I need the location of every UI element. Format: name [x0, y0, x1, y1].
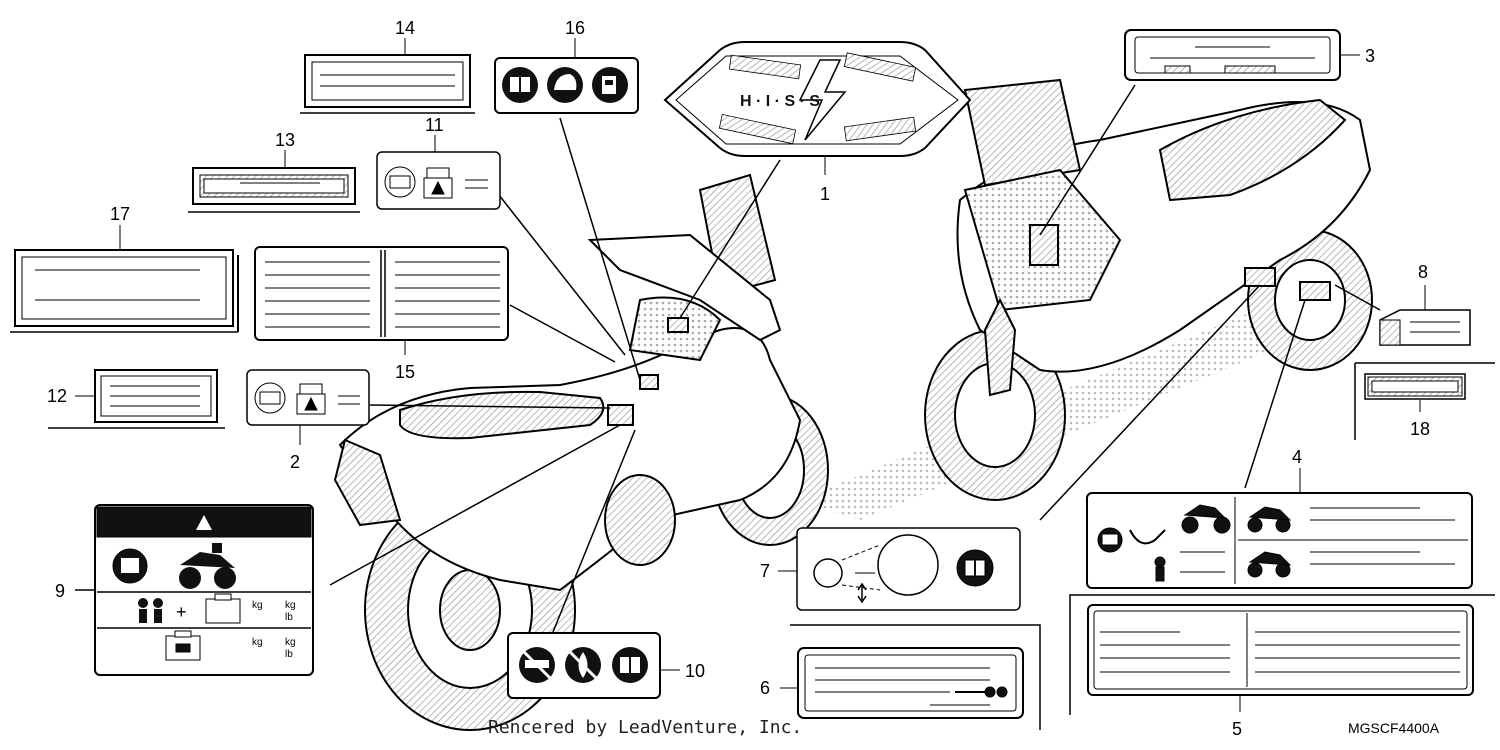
label-18	[1354, 362, 1495, 440]
manual-icon	[612, 647, 648, 683]
callout-8: 8	[1418, 262, 1428, 282]
label-2	[246, 369, 370, 445]
callout-2: 2	[290, 452, 300, 472]
passenger-icon	[1154, 556, 1166, 582]
helmet-icon	[547, 67, 583, 103]
callout-13: 13	[275, 130, 295, 150]
callout-7: 7	[760, 561, 770, 581]
leader-lines	[329, 84, 1381, 633]
label-11	[376, 135, 501, 210]
label-7	[778, 527, 1021, 611]
motorcycle-icon	[179, 543, 236, 589]
svg-text:kg: kg	[285, 637, 296, 648]
lightning-icon	[798, 59, 847, 141]
luggage-icon	[423, 167, 453, 199]
motorcycle-icon	[1247, 506, 1292, 533]
label-10	[507, 632, 680, 699]
diagram-code: MGSCF4400A	[1348, 720, 1440, 736]
rendered-by-text: Rencered by LeadVenture, Inc.	[488, 717, 802, 738]
callout-1: 1	[820, 184, 830, 204]
label-9: + kg kg lb kg kg lb	[75, 504, 314, 676]
callout-10: 10	[685, 661, 705, 681]
svg-text:lb: lb	[285, 612, 293, 623]
scooter-left	[333, 173, 829, 731]
label-15	[254, 246, 509, 355]
callout-17: 17	[110, 204, 130, 224]
adjust-arrow-icon	[1129, 529, 1166, 545]
callout-3: 3	[1365, 46, 1375, 66]
manual-icon	[254, 382, 286, 414]
svg-text:+: +	[176, 602, 187, 622]
luggage-icon	[165, 630, 201, 661]
label-16	[494, 38, 639, 114]
luggage-icon	[296, 383, 326, 415]
motorcycle-icon	[1181, 504, 1231, 534]
label-6	[780, 624, 1041, 730]
manual-icon	[112, 548, 148, 584]
svg-text:lb: lb	[285, 649, 293, 660]
pressure-arrow-icon	[857, 582, 867, 604]
manual-icon	[502, 67, 538, 103]
passenger-icon	[138, 598, 163, 623]
manual-icon	[1097, 527, 1123, 553]
svg-text:kg: kg	[285, 600, 296, 611]
label-4	[1086, 468, 1473, 589]
no-flame-icon	[565, 647, 601, 683]
callout-5: 5	[1232, 719, 1242, 739]
label-3	[1124, 29, 1360, 81]
fuel-icon	[592, 67, 628, 103]
scooter-right	[924, 78, 1373, 501]
label-14	[300, 38, 475, 114]
label-1-hiss: H · I · S · S	[663, 41, 972, 175]
label-12	[48, 369, 225, 429]
callout-14: 14	[395, 18, 415, 38]
svg-text:H · I · S · S: H · I · S · S	[740, 93, 820, 110]
callout-4: 4	[1292, 447, 1302, 467]
key-icon	[955, 686, 1008, 698]
label-13	[188, 150, 360, 213]
callout-9: 9	[55, 581, 65, 601]
label-8	[1379, 285, 1471, 346]
callout-6: 6	[760, 678, 770, 698]
warning-icon	[196, 515, 212, 530]
no-smoking-icon	[519, 647, 555, 683]
callout-11: 11	[425, 115, 444, 135]
manual-icon	[956, 549, 994, 587]
callout-18: 18	[1410, 419, 1430, 439]
label-5	[1069, 594, 1495, 715]
manual-icon	[384, 166, 416, 198]
callout-16: 16	[565, 18, 585, 38]
svg-text:kg: kg	[252, 637, 263, 648]
luggage-icon	[205, 593, 241, 624]
callout-12: 12	[47, 386, 67, 406]
callout-15: 15	[395, 362, 415, 382]
label-17	[10, 225, 239, 333]
svg-text:kg: kg	[252, 600, 263, 611]
motorcycle-icon	[1247, 551, 1292, 578]
